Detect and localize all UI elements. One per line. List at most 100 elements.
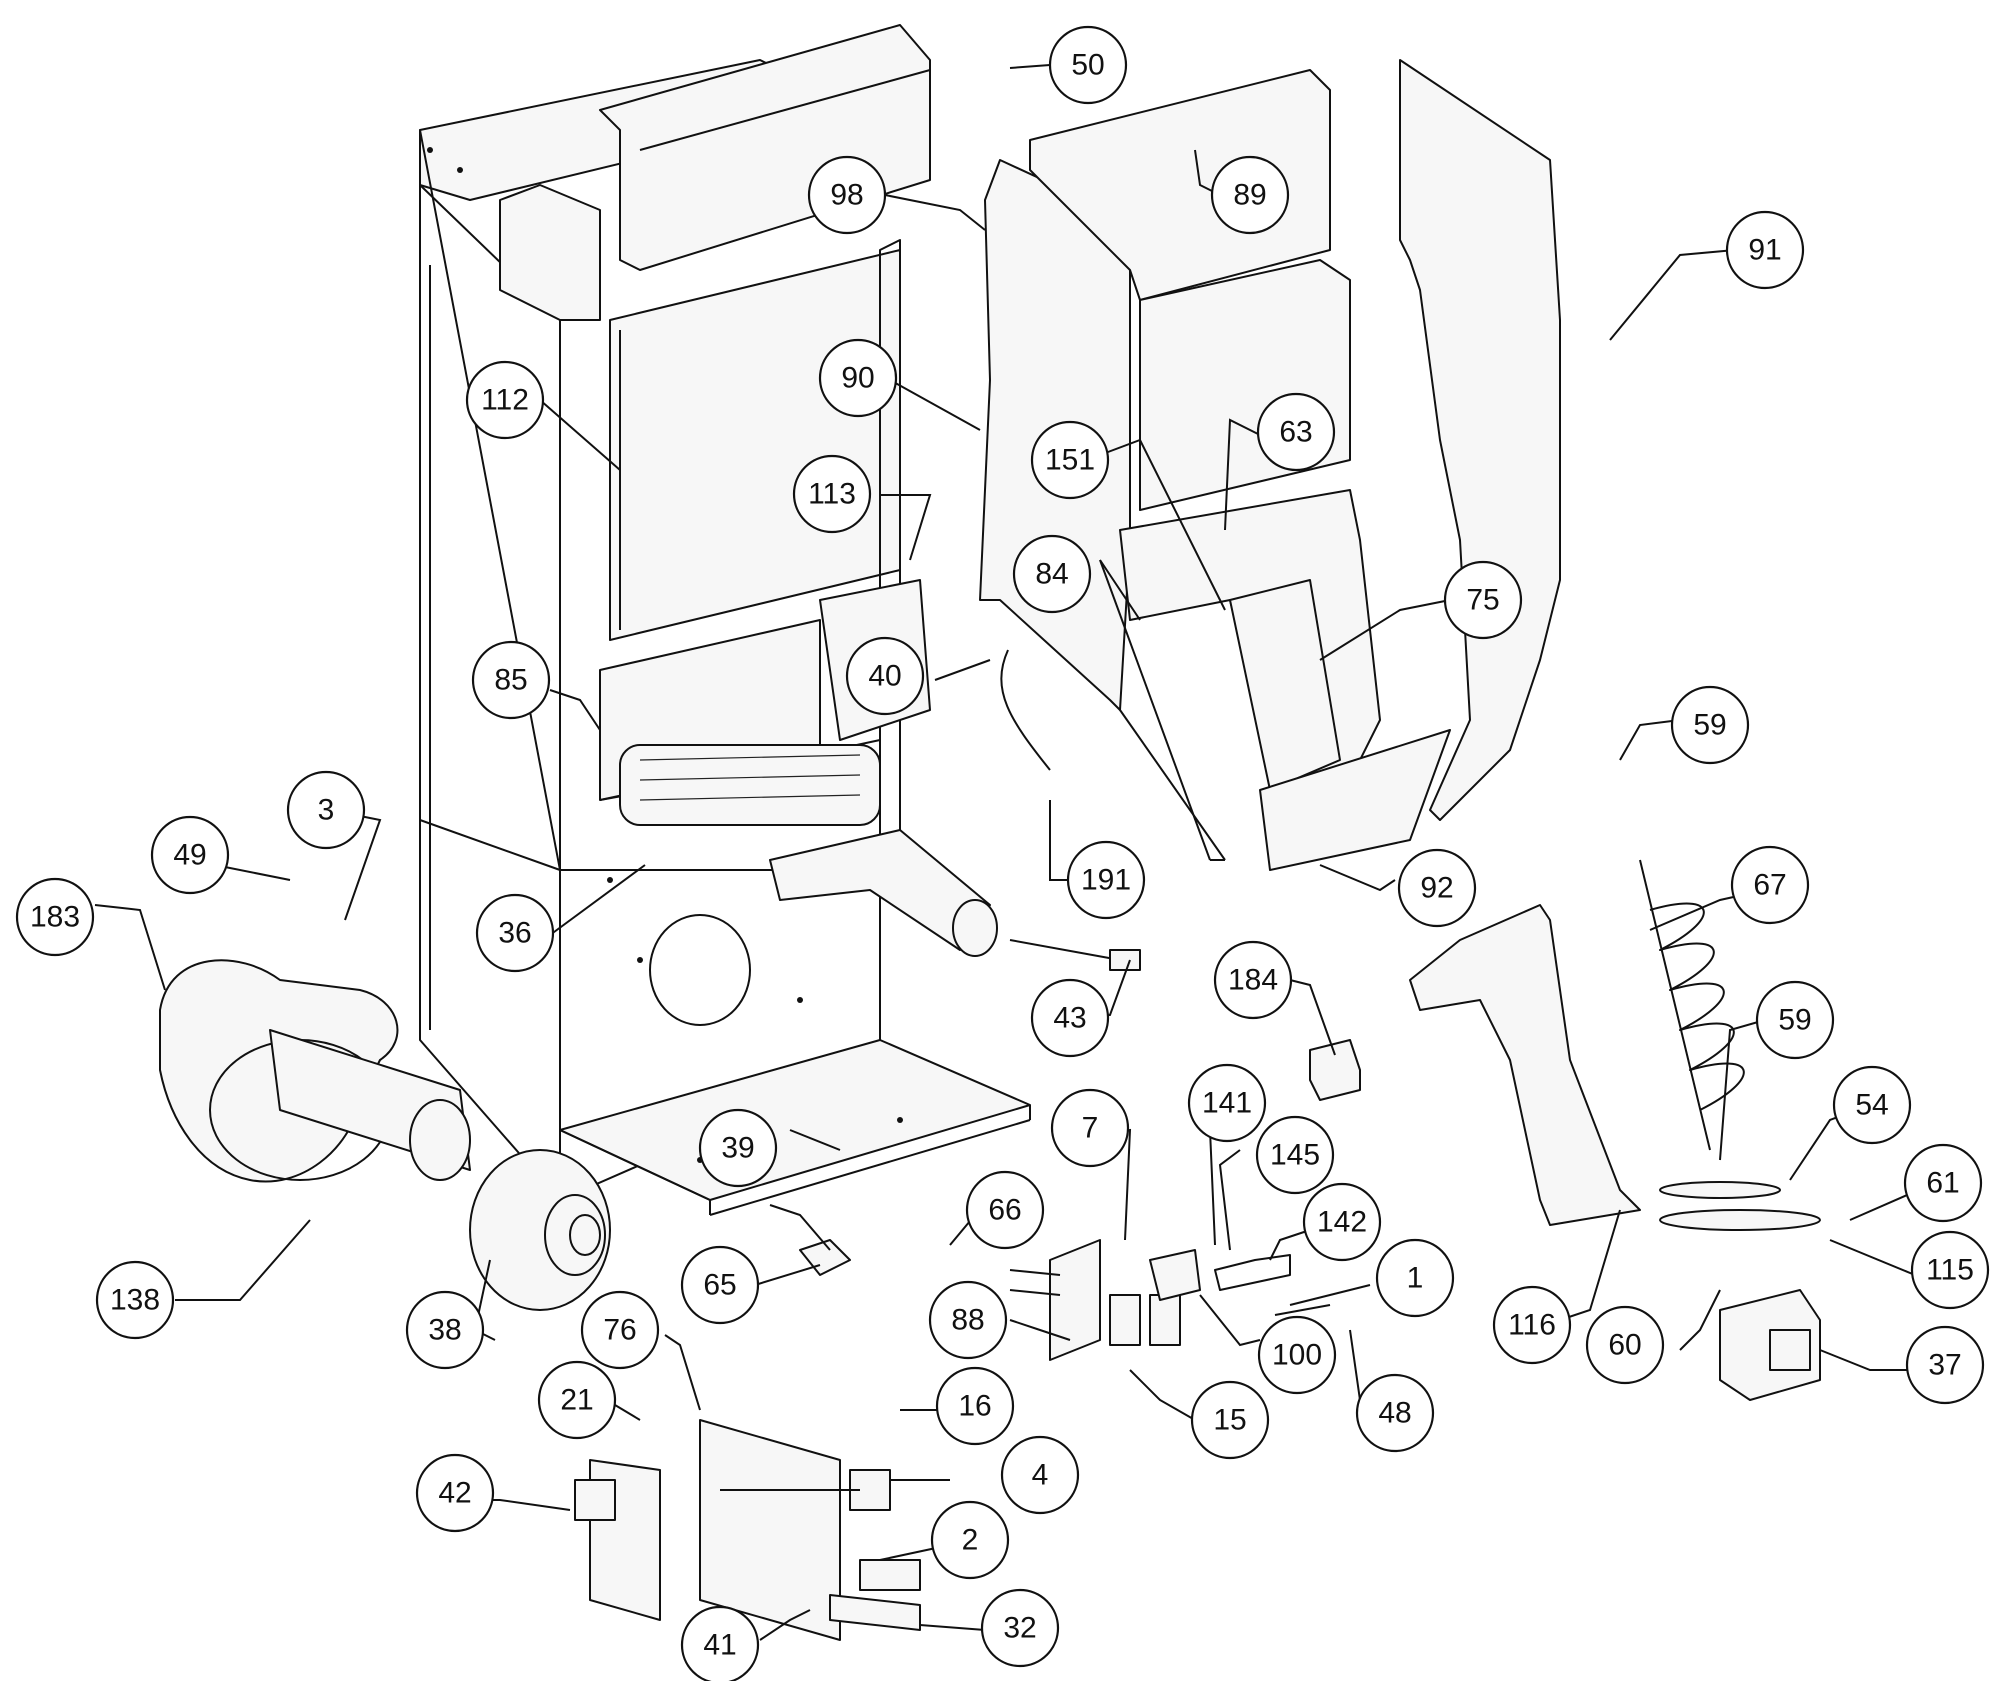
callout-38: 38 xyxy=(405,1290,485,1370)
svg-text:32: 32 xyxy=(1003,1612,1036,1645)
main-cabinet xyxy=(419,24,1031,1216)
callout-16: 16 xyxy=(935,1366,1015,1446)
svg-text:61: 61 xyxy=(1926,1167,1959,1200)
callout-88: 88 xyxy=(928,1280,1008,1360)
callout-145: 145 xyxy=(1255,1115,1335,1195)
callout-138: 138 xyxy=(95,1260,175,1340)
svg-text:42: 42 xyxy=(438,1477,471,1510)
auger-motor xyxy=(1719,1289,1821,1401)
svg-text:38: 38 xyxy=(428,1314,461,1347)
igniter-assembly xyxy=(789,1129,851,1276)
auger-tube xyxy=(1409,904,1641,1226)
callout-184: 184 xyxy=(1213,940,1293,1020)
svg-text:1: 1 xyxy=(1407,1262,1424,1295)
hopper-switch xyxy=(1309,1039,1361,1101)
svg-text:43: 43 xyxy=(1053,1002,1086,1035)
callout-90: 90 xyxy=(818,338,898,418)
svg-text:85: 85 xyxy=(494,664,527,697)
callout-100: 100 xyxy=(1257,1315,1337,1395)
callout-40: 40 xyxy=(845,636,925,716)
callout-2: 2 xyxy=(930,1500,1010,1580)
callout-115: 115 xyxy=(1910,1230,1990,1310)
callout-42: 42 xyxy=(415,1453,495,1533)
svg-text:21: 21 xyxy=(560,1384,593,1417)
thermal-probe xyxy=(1009,939,1141,971)
callout-36: 36 xyxy=(475,893,555,973)
svg-text:151: 151 xyxy=(1045,444,1095,477)
svg-text:183: 183 xyxy=(30,901,80,934)
svg-text:138: 138 xyxy=(110,1284,160,1317)
callout-84: 84 xyxy=(1012,534,1092,614)
callout-21: 21 xyxy=(537,1360,617,1440)
callout-39: 39 xyxy=(698,1108,778,1188)
auger-screw xyxy=(1639,859,1745,1151)
svg-text:15: 15 xyxy=(1213,1404,1246,1437)
callout-7: 7 xyxy=(1050,1088,1130,1168)
svg-text:88: 88 xyxy=(951,1304,984,1337)
svg-text:16: 16 xyxy=(958,1390,991,1423)
svg-text:36: 36 xyxy=(498,917,531,950)
svg-text:98: 98 xyxy=(830,179,863,212)
hopper-rear-panel xyxy=(1259,59,1561,871)
svg-text:39: 39 xyxy=(721,1132,754,1165)
svg-text:40: 40 xyxy=(868,660,901,693)
svg-text:92: 92 xyxy=(1420,872,1453,905)
callout-3: 3 xyxy=(286,770,366,850)
blower-motor xyxy=(469,1149,611,1311)
callout-183: 183 xyxy=(15,877,95,957)
svg-text:91: 91 xyxy=(1748,234,1781,267)
svg-text:60: 60 xyxy=(1608,1329,1641,1362)
safety-switch xyxy=(1149,1249,1331,1316)
callout-37: 37 xyxy=(1905,1325,1985,1405)
svg-text:115: 115 xyxy=(1926,1254,1974,1287)
svg-text:4: 4 xyxy=(1032,1459,1049,1492)
svg-text:3: 3 xyxy=(318,794,335,827)
callout-4: 4 xyxy=(1000,1435,1080,1515)
svg-text:141: 141 xyxy=(1202,1087,1252,1120)
callout-1: 1 xyxy=(1375,1238,1455,1318)
callout-92: 92 xyxy=(1397,848,1477,928)
callout-75: 75 xyxy=(1443,560,1523,640)
callout-98: 98 xyxy=(807,155,887,235)
callout-32: 32 xyxy=(980,1588,1060,1668)
callout-50: 50 xyxy=(1048,25,1128,105)
callout-60: 60 xyxy=(1585,1305,1665,1385)
svg-text:100: 100 xyxy=(1272,1339,1322,1372)
svg-text:84: 84 xyxy=(1035,558,1068,591)
callout-141: 141 xyxy=(1187,1063,1267,1143)
svg-text:112: 112 xyxy=(481,384,529,417)
svg-text:113: 113 xyxy=(808,478,856,511)
callout-85: 85 xyxy=(471,640,551,720)
callout-41: 41 xyxy=(680,1605,760,1681)
callout-65: 65 xyxy=(680,1245,760,1325)
svg-text:2: 2 xyxy=(962,1524,979,1557)
callout-49: 49 xyxy=(150,815,230,895)
callout-67: 67 xyxy=(1730,845,1810,925)
svg-text:184: 184 xyxy=(1228,964,1278,997)
callout-54: 54 xyxy=(1832,1065,1912,1145)
svg-text:65: 65 xyxy=(703,1269,736,1302)
svg-text:41: 41 xyxy=(703,1629,736,1662)
callout-61: 61 xyxy=(1903,1143,1983,1223)
combustion-blower xyxy=(159,959,471,1183)
callout-76: 76 xyxy=(580,1290,660,1370)
callout-191: 191 xyxy=(1066,840,1146,920)
svg-text:50: 50 xyxy=(1071,49,1104,82)
callout-43: 43 xyxy=(1030,978,1110,1058)
callout-113: 113 xyxy=(792,454,872,534)
svg-text:89: 89 xyxy=(1233,179,1266,212)
svg-text:145: 145 xyxy=(1270,1139,1320,1172)
svg-text:66: 66 xyxy=(988,1194,1021,1227)
callout-142: 142 xyxy=(1302,1182,1382,1262)
callout-15: 15 xyxy=(1190,1380,1270,1460)
control-board xyxy=(574,1459,661,1621)
svg-text:75: 75 xyxy=(1466,584,1499,617)
svg-text:191: 191 xyxy=(1081,864,1131,897)
auger-plate xyxy=(1659,1181,1821,1231)
svg-text:7: 7 xyxy=(1082,1112,1099,1145)
callout-151: 151 xyxy=(1030,420,1110,500)
callout-112: 112 xyxy=(465,360,545,440)
svg-text:49: 49 xyxy=(173,839,206,872)
svg-text:59: 59 xyxy=(1693,709,1726,742)
